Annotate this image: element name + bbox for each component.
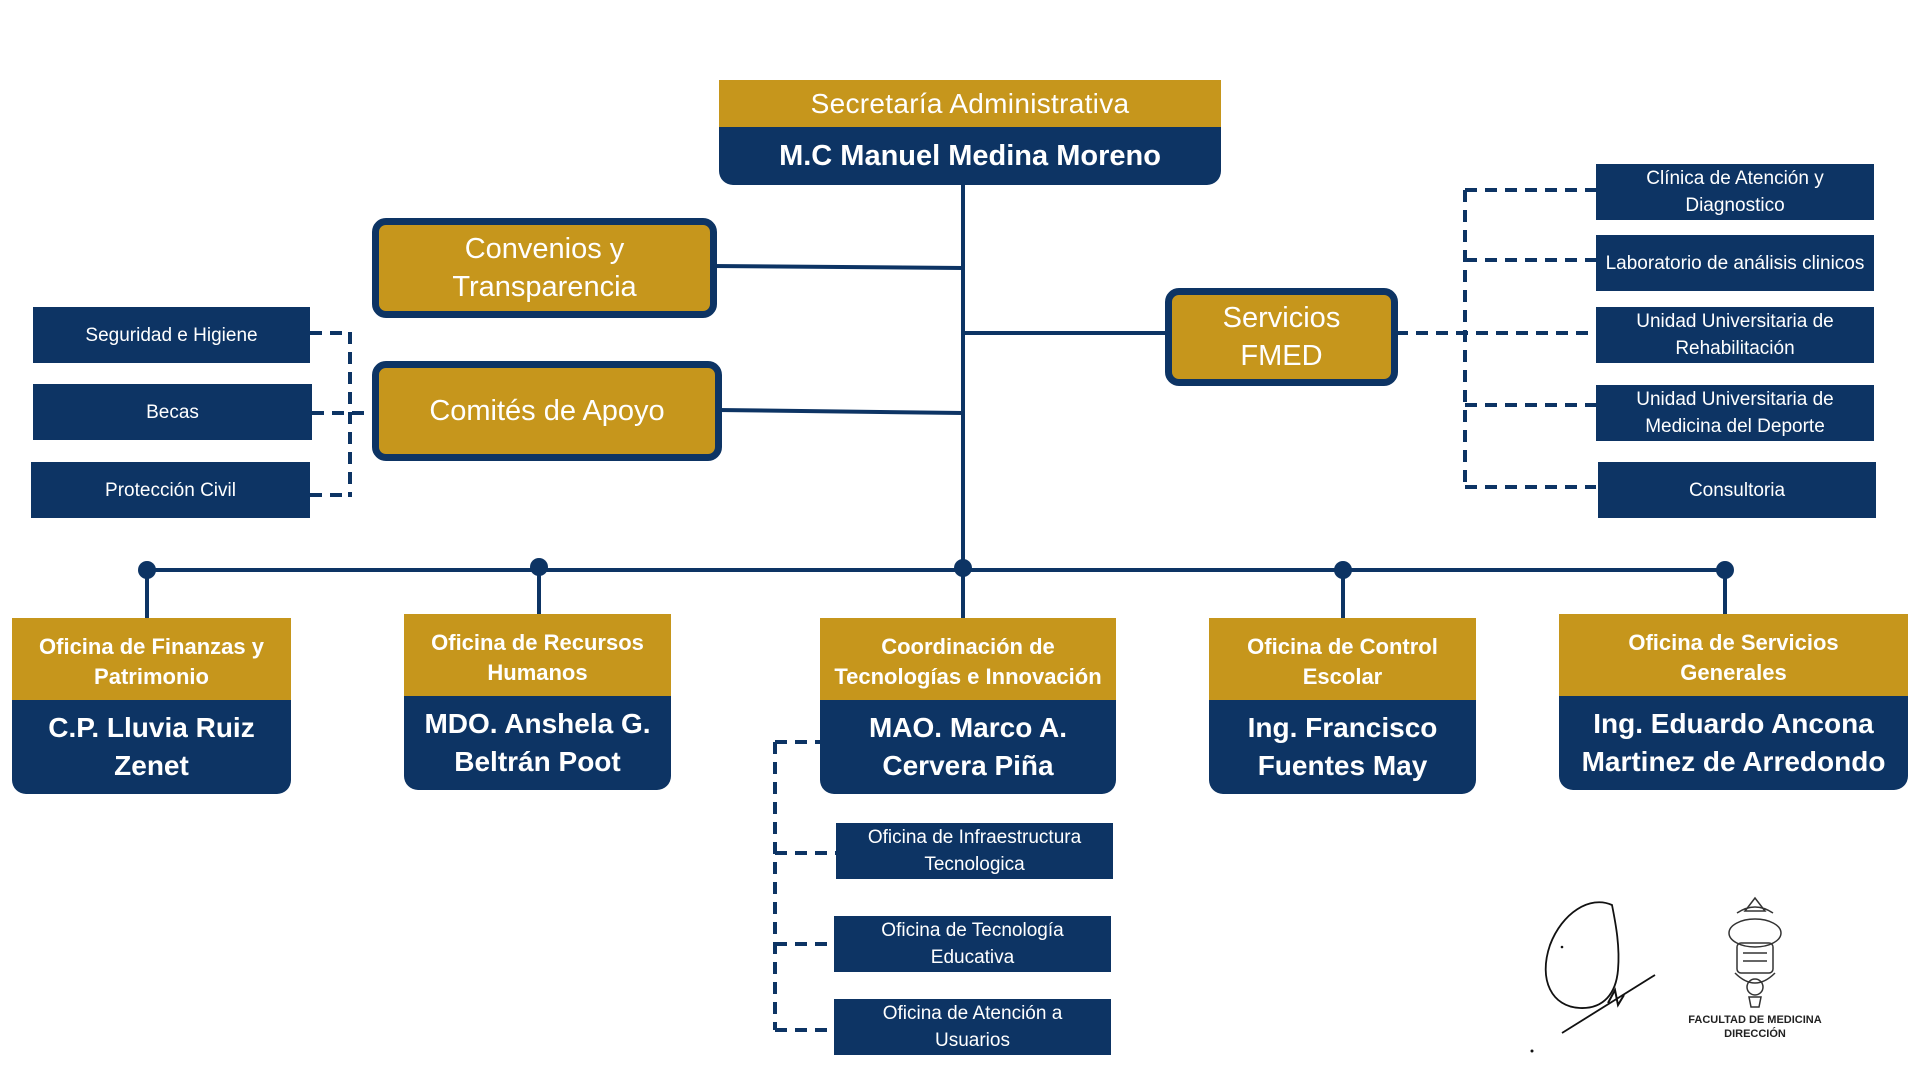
office-name: Ing. Francisco Fuentes May [1209, 700, 1476, 794]
servicios-fmed-box: Servicios FMED [1165, 288, 1398, 386]
bus-dot-tecnologias [954, 559, 972, 577]
tech-sub-educativa: Oficina de Tecnología Educativa [834, 916, 1111, 972]
bus-dot-finanzas [138, 561, 156, 579]
servicio-item-medicina-deporte: Unidad Universitaria de Medicina del Dep… [1596, 385, 1874, 441]
office-title: Oficina de Control Escolar [1209, 618, 1476, 700]
office-card-tecnologias: Coordinación de Tecnologías e Innovación… [820, 618, 1116, 794]
servicio-item-consultoria: Consultoria [1598, 462, 1876, 518]
office-name: MDO. Anshela G. Beltrán Poot [404, 696, 671, 790]
office-card-finanzas: Oficina de Finanzas y Patrimonio C.P. Ll… [12, 618, 291, 794]
bus-dot-servicios-generales [1716, 561, 1734, 579]
servicios-label: Servicios FMED [1222, 302, 1341, 372]
servicio-item-laboratorio: Laboratorio de análisis clinicos [1596, 235, 1874, 291]
office-name: C.P. Lluvia Ruiz Zenet [12, 700, 291, 794]
convenios-label: Convenios y Transparencia [452, 233, 637, 303]
seal-caption-line1: FACULTAD DE MEDICINA [1688, 1014, 1822, 1026]
servicio-item-label: Laboratorio de análisis clinicos [1605, 252, 1865, 274]
comites-box: Comités de Apoyo [372, 361, 722, 461]
office-name: Ing. Eduardo Ancona Martinez de Arredond… [1559, 696, 1908, 790]
top-name: M.C Manuel Medina Moreno [719, 127, 1221, 185]
comite-item-label: Seguridad e Higiene [85, 324, 258, 346]
comite-item-seguridad: Seguridad e Higiene [33, 307, 310, 363]
tech-sub-label: Oficina de Infraestructura Tecnologica [867, 827, 1082, 875]
university-seal-icon [1728, 896, 1782, 1008]
servicio-item-label: Unidad Universitaria de Rehabilitación [1636, 311, 1834, 359]
office-name: MAO. Marco A. Cervera Piña [820, 700, 1116, 794]
comites-label: Comités de Apoyo [429, 395, 665, 427]
signature [1520, 895, 1660, 1055]
office-card-control-escolar: Oficina de Control Escolar Ing. Francisc… [1209, 618, 1476, 794]
bus-dot-rrhh [530, 558, 548, 576]
top-title: Secretaría Administrativa [719, 80, 1221, 127]
faculty-seal: FACULTAD DE MEDICINA DIRECCIÓN [1680, 893, 1830, 1043]
servicio-item-rehabilitacion: Unidad Universitaria de Rehabilitación [1596, 307, 1874, 363]
office-card-servicios-generales: Oficina de Servicios Generales Ing. Edua… [1559, 614, 1908, 790]
convenios-connector [711, 264, 964, 270]
office-card-recursos-humanos: Oficina de Recursos Humanos MDO. Anshela… [404, 614, 671, 790]
bus-dot-control-escolar [1334, 561, 1352, 579]
servicio-item-label: Consultoria [1688, 479, 1786, 501]
signature-icon [1530, 901, 1656, 1053]
office-title: Oficina de Servicios Generales [1559, 614, 1908, 696]
tech-sub-label: Oficina de Tecnología Educativa [881, 920, 1064, 968]
office-title: Oficina de Finanzas y Patrimonio [12, 618, 291, 700]
office-title: Coordinación de Tecnologías e Innovación [820, 618, 1116, 700]
comite-item-becas: Becas [33, 384, 312, 440]
tech-sub-infraestructura: Oficina de Infraestructura Tecnologica [836, 823, 1113, 879]
comites-connector [717, 408, 964, 415]
comite-item-label: Protección Civil [105, 479, 236, 501]
servicio-item-clinica: Clínica de Atención y Diagnostico [1596, 164, 1874, 220]
office-title: Oficina de Recursos Humanos [404, 614, 671, 696]
tech-sub-label: Oficina de Atención a Usuarios [882, 1003, 1063, 1051]
servicio-item-label: Clínica de Atención y Diagnostico [1646, 168, 1824, 216]
seal-caption-line2: DIRECCIÓN [1724, 1028, 1786, 1040]
servicio-item-label: Unidad Universitaria de Medicina del Dep… [1636, 389, 1834, 437]
convenios-box: Convenios y Transparencia [372, 218, 717, 318]
comite-item-label: Becas [146, 401, 199, 423]
comite-item-proteccion-civil: Protección Civil [31, 462, 310, 518]
tech-sub-atencion-usuarios: Oficina de Atención a Usuarios [834, 999, 1111, 1055]
secretaria-administrativa-box: Secretaría Administrativa M.C Manuel Med… [719, 80, 1221, 185]
